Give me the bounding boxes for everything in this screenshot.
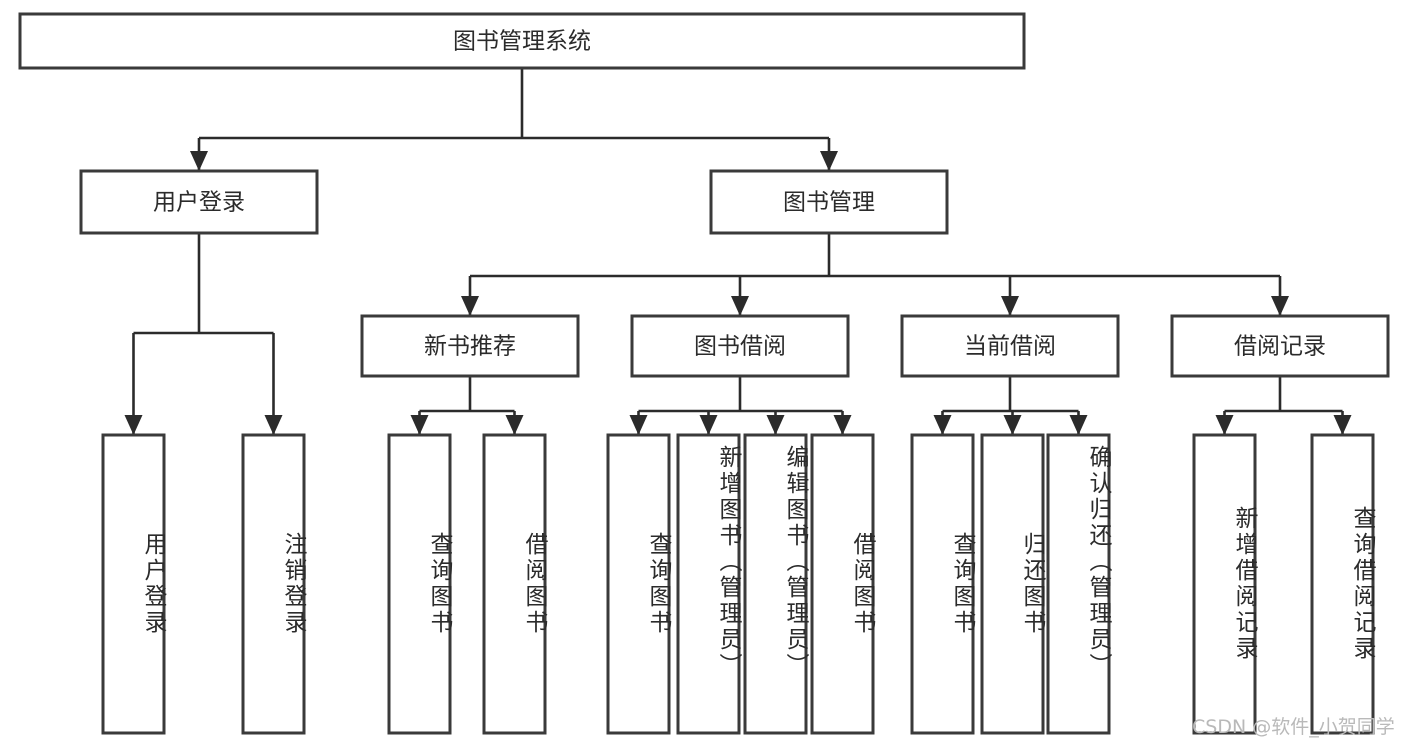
node-box [1046, 433, 1111, 735]
node-label: 图书管理 [783, 190, 875, 216]
arrow-head-icon [1003, 415, 1022, 435]
node-box [1310, 433, 1375, 735]
node-user-login[interactable]: 用户登录 [79, 169, 319, 235]
node-leaf-confirm-return[interactable] [1046, 433, 1111, 735]
node-leaf-add-book[interactable] [676, 433, 741, 735]
node-leaf-query-book-1[interactable] [387, 433, 452, 735]
node-leaf-query-book-3[interactable] [910, 433, 975, 735]
arrow-head-icon [1215, 415, 1234, 435]
arrow-head-icon [124, 415, 143, 435]
arrow-head-icon [190, 151, 208, 171]
arrow-head-icon [766, 415, 785, 435]
arrow-head-icon [820, 151, 838, 171]
connector-group-book-borrow [629, 376, 852, 435]
connector-group-current-borrow [933, 376, 1088, 435]
node-label: 图书借阅 [694, 334, 786, 360]
node-leaf-query-record[interactable] [1310, 433, 1375, 735]
arrow-head-icon [1333, 415, 1352, 435]
node-leaf-borrow-book-2[interactable] [810, 433, 875, 735]
node-box [101, 433, 166, 735]
arrow-head-icon [461, 296, 479, 316]
csdn-watermark: CSDN @软件_小贺同学 [1192, 716, 1395, 738]
arrow-head-icon [1001, 296, 1019, 316]
node-box [1170, 314, 1390, 378]
connectors-layer [124, 68, 1352, 435]
node-box [980, 433, 1045, 735]
node-book-manage[interactable]: 图书管理 [709, 169, 949, 235]
node-box [709, 169, 949, 235]
connector-group-new-book-rec [410, 376, 524, 435]
node-label: 图书管理系统 [453, 29, 591, 55]
node-box [387, 433, 452, 735]
node-leaf-logout[interactable] [241, 433, 306, 735]
node-leaf-return-book[interactable] [980, 433, 1045, 735]
arrow-head-icon [410, 415, 429, 435]
node-leaf-edit-book[interactable] [743, 433, 808, 735]
node-label: 新书推荐 [424, 334, 516, 360]
arrow-head-icon [731, 296, 749, 316]
node-current-borrow[interactable]: 当前借阅 [900, 314, 1120, 378]
node-box [79, 169, 319, 235]
connector-group-user-login [124, 233, 283, 435]
node-box [241, 433, 306, 735]
node-leaf-query-book-2[interactable] [606, 433, 671, 735]
arrow-head-icon [505, 415, 524, 435]
node-root[interactable]: 图书管理系统 [18, 12, 1026, 70]
node-book-borrow[interactable]: 图书借阅 [630, 314, 850, 378]
node-box [1192, 433, 1257, 735]
node-leaf-borrow-book-1[interactable] [482, 433, 547, 735]
node-box [743, 433, 808, 735]
node-leaf-user-login[interactable] [101, 433, 166, 735]
arrow-head-icon [933, 415, 952, 435]
arrow-head-icon [1069, 415, 1088, 435]
node-label: 用户登录 [153, 190, 245, 216]
node-box [360, 314, 580, 378]
node-label: 当前借阅 [964, 334, 1056, 360]
node-box [900, 314, 1120, 378]
arrow-head-icon [833, 415, 852, 435]
node-leaf-add-record[interactable] [1192, 433, 1257, 735]
node-borrow-record[interactable]: 借阅记录 [1170, 314, 1390, 378]
node-box [676, 433, 741, 735]
arrow-head-icon [699, 415, 718, 435]
connector-group-root [190, 68, 838, 171]
arrow-head-icon [1271, 296, 1289, 316]
connector-group-book-manage [461, 233, 1289, 316]
node-box [910, 433, 975, 735]
node-box [606, 433, 671, 735]
node-box [18, 12, 1026, 70]
arrow-head-icon [264, 415, 283, 435]
arrow-head-icon [629, 415, 648, 435]
connector-group-borrow-record [1215, 376, 1352, 435]
node-label: 借阅记录 [1234, 334, 1326, 360]
node-new-book-rec[interactable]: 新书推荐 [360, 314, 580, 378]
node-box [630, 314, 850, 378]
node-box [810, 433, 875, 735]
node-box [482, 433, 547, 735]
